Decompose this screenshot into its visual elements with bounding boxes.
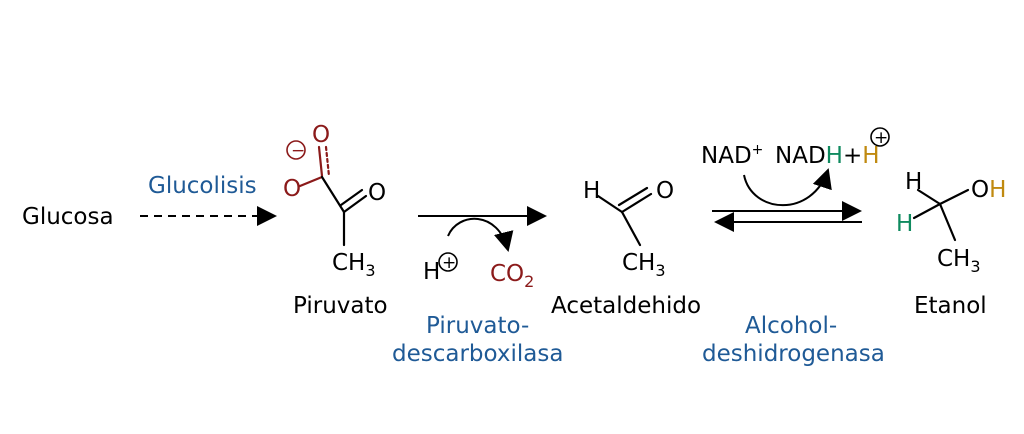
plus-charge-icon bbox=[438, 252, 458, 272]
carboxyl-o-left: O bbox=[283, 176, 301, 202]
acetaldehido-h: H bbox=[583, 178, 600, 204]
co2-label: CO2 bbox=[490, 261, 534, 291]
nad-plus: NAD+ bbox=[701, 142, 763, 169]
minus-charge-icon bbox=[286, 140, 306, 160]
etanol-h-top: H bbox=[905, 169, 922, 195]
acetaldehido-structure: H O CH3 bbox=[583, 178, 674, 280]
nadh-label: NADH+H bbox=[775, 143, 880, 169]
nad-reduction-curve bbox=[743, 168, 832, 206]
piruvato-descarboxilasa-line2: descarboxilasa bbox=[392, 341, 563, 367]
etanol-label: Etanol bbox=[914, 293, 987, 319]
piruvato-structure: − O O O CH3 bbox=[283, 122, 386, 280]
proton-plus-text: + bbox=[874, 128, 888, 148]
piruvato-descarboxilasa-line1: Piruvato- bbox=[426, 313, 529, 339]
etanol-h-green: H bbox=[896, 211, 913, 237]
alcohol-deshidrogenasa-line2: deshidrogenasa bbox=[702, 341, 885, 367]
acetaldehido-ch3: CH3 bbox=[622, 250, 666, 280]
minus-charge-text: − bbox=[291, 141, 305, 161]
proton-in-h: H bbox=[423, 259, 440, 285]
piruvato-ch3: CH3 bbox=[332, 250, 376, 280]
etanol-oh: OH bbox=[971, 177, 1006, 203]
glucolisis-label: Glucolisis bbox=[148, 173, 257, 199]
etanol-structure: H H OH CH3 bbox=[896, 169, 1006, 276]
keto-o: O bbox=[368, 180, 386, 206]
carboxyl-o-top: O bbox=[312, 122, 330, 148]
piruvato-label: Piruvato bbox=[293, 293, 388, 319]
acetaldehido-label: Acetaldehido bbox=[551, 293, 701, 319]
plus-charge-text: + bbox=[442, 253, 456, 273]
etanol-ch3: CH3 bbox=[937, 246, 981, 276]
co2-release-curve bbox=[447, 217, 514, 252]
alcohol-deshidrogenasa-line1: Alcohol- bbox=[745, 313, 837, 339]
proton-plus-icon bbox=[870, 127, 890, 147]
glucosa-label: Glucosa bbox=[22, 204, 114, 230]
acetaldehido-o: O bbox=[656, 178, 674, 204]
